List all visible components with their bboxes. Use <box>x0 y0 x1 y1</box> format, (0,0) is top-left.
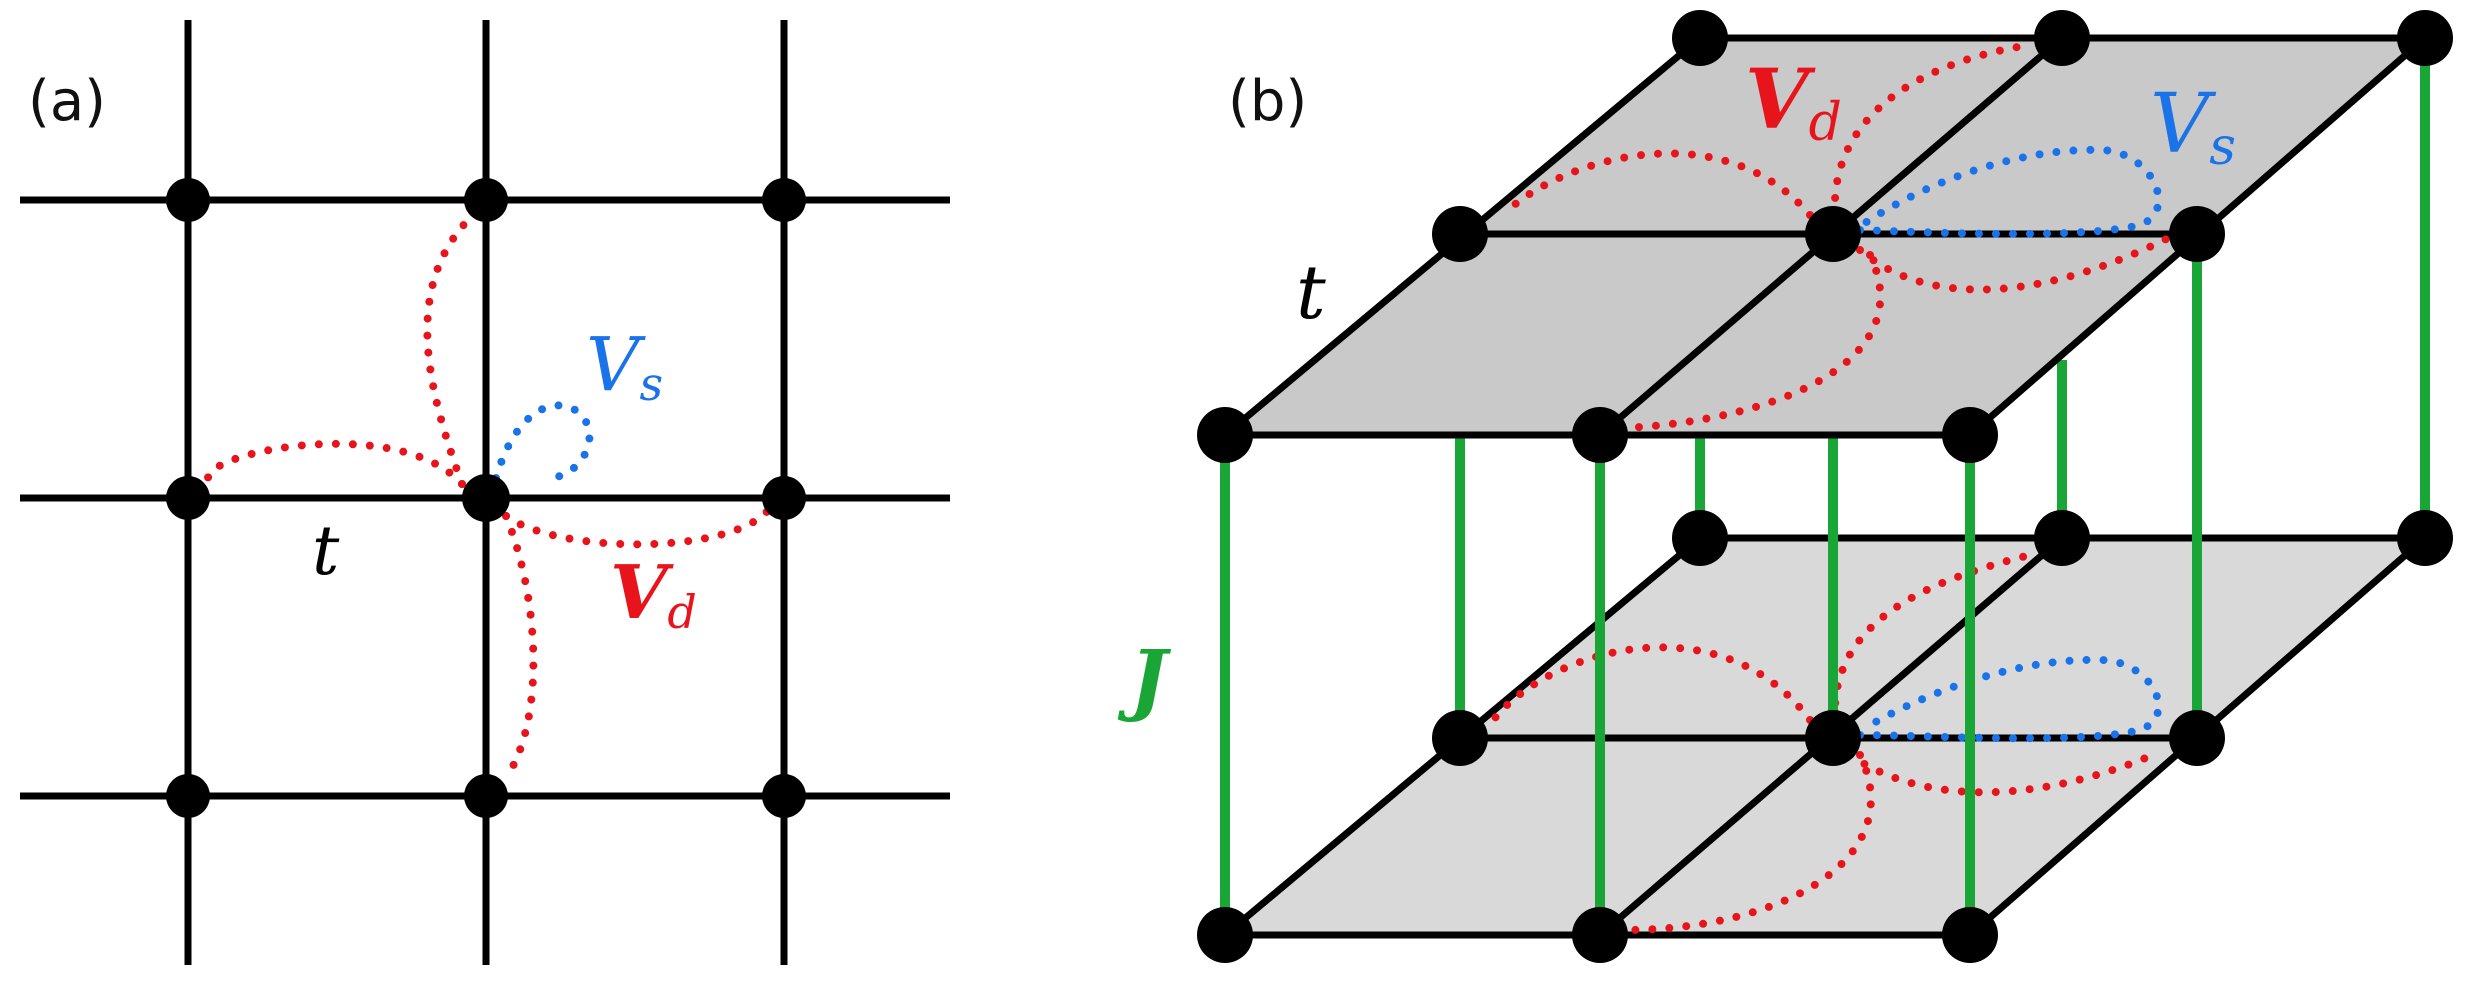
vd-label-a: Vd <box>610 550 697 639</box>
vd-interaction-loops-b-bottom <box>1491 551 2164 934</box>
panel-a-label: (a) <box>28 69 106 134</box>
panel-b: (b) <box>1117 10 2453 963</box>
hopping-t-label-a: t <box>312 512 340 591</box>
vs-label-a: Vs <box>586 322 663 411</box>
interlayer-j-label: J <box>1117 634 1172 725</box>
hopping-t-label-b: t <box>1296 250 1326 336</box>
vd-interaction-loops-b-top <box>1501 41 2184 432</box>
panel-a: (a) t <box>20 20 950 965</box>
vd-label-b: Vd <box>1745 52 1842 153</box>
lattice-sites-b-bottom <box>1197 510 2453 963</box>
vs-label-b: Vs <box>2150 77 2236 177</box>
vs-interaction-loop-a <box>492 401 594 483</box>
panel-b-label: (b) <box>1228 69 1307 134</box>
lattice-sites-b-top <box>1197 10 2453 463</box>
interlayer-j-bonds <box>1220 40 2430 935</box>
vd-interaction-loops-a <box>204 214 774 782</box>
vs-interaction-loop-b-top <box>1856 145 2163 238</box>
lattice-sites-a <box>166 178 806 818</box>
